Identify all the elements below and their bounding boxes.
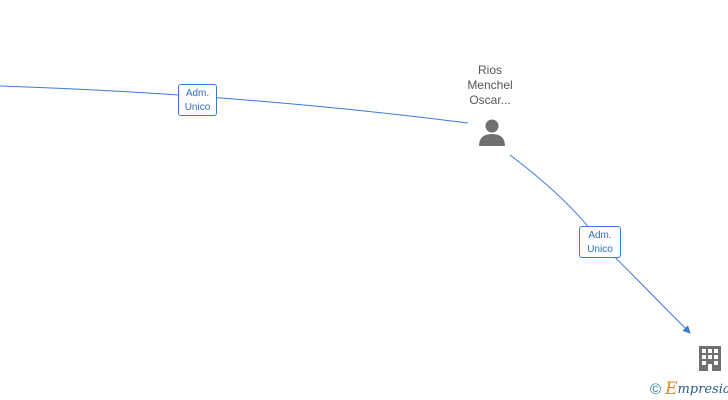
person-name-line1: Rios (477, 63, 502, 77)
brand-logo: © E mpresia (650, 379, 728, 399)
edge-label-line2: Unico (184, 102, 211, 113)
person-name-line3: Oscar... (469, 93, 511, 107)
edge-label-company[interactable]: Adm. Unico (579, 226, 621, 258)
edge-label-incoming[interactable]: Adm. Unico (178, 84, 217, 116)
building-icon[interactable] (698, 345, 722, 371)
person-name-line2: Menchel (467, 78, 513, 92)
edge-label-line1: Adm. (588, 230, 612, 241)
brand-name: mpresia (677, 381, 728, 397)
brand-initial: E (665, 379, 678, 399)
person-name[interactable]: Rios Menchel Oscar... (450, 63, 530, 108)
edge-label-line1: Adm. (185, 88, 210, 99)
copyright-symbol: © (650, 380, 662, 398)
edge-incoming (0, 85, 469, 124)
person-icon[interactable] (477, 118, 507, 148)
edge-label-line2: Unico (587, 244, 613, 255)
